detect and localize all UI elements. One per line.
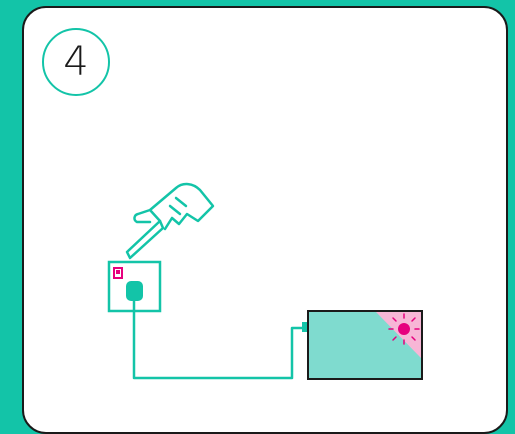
light-indicator-icon — [388, 313, 420, 345]
step-number: 4 — [63, 39, 89, 85]
pointing-hand-icon — [125, 182, 215, 260]
power-cable — [132, 301, 304, 380]
step-badge: 4 — [42, 28, 110, 96]
plug-icon — [126, 281, 143, 301]
device-icon — [302, 310, 423, 380]
